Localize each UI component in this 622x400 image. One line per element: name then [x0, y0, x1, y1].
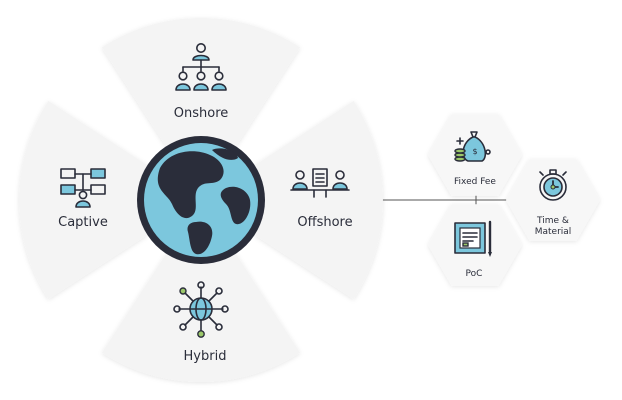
flowchart-icon [60, 168, 106, 208]
time-material-label-line2: Material [535, 227, 572, 237]
globe-icon [137, 136, 265, 264]
poc-label: PoC [466, 269, 483, 279]
offshore-label: Offshore [297, 215, 352, 230]
svg-text:$: $ [472, 147, 477, 156]
blueprint-icon [454, 220, 492, 257]
meeting-icon [290, 168, 350, 198]
captive-label: Captive [58, 215, 108, 230]
segment-captive[interactable] [19, 100, 148, 300]
fixed-fee-label: Fixed Fee [454, 177, 496, 187]
time-material-label-line1: Time & [536, 216, 569, 226]
network-globe-icon [173, 281, 229, 338]
stopwatch-icon [539, 169, 567, 201]
org-chart-icon [175, 42, 227, 91]
segment-offshore[interactable] [254, 100, 383, 300]
onshore-label: Onshore [174, 106, 229, 121]
hybrid-label: Hybrid [184, 349, 227, 364]
segment-onshore[interactable] [101, 18, 301, 147]
money-bag-icon: $ [454, 131, 491, 162]
